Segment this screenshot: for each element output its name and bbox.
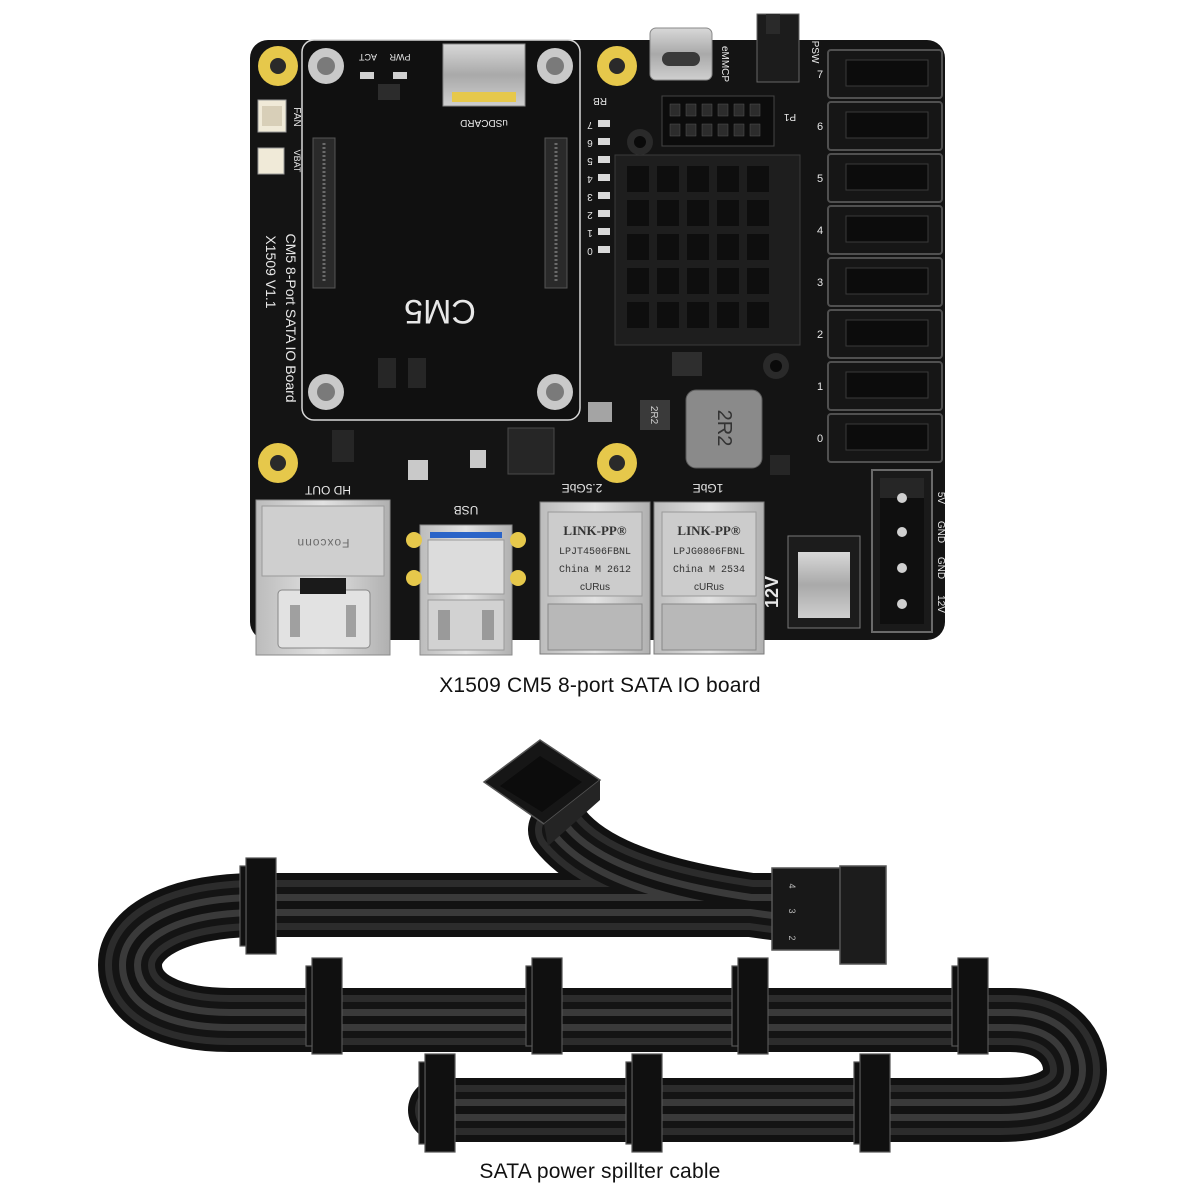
cable-pin-number: 3 xyxy=(787,908,797,913)
inductor xyxy=(685,389,763,469)
sata-port-number: 6 xyxy=(817,121,823,133)
usb-label: USB xyxy=(454,503,479,517)
sata-port-number: 3 xyxy=(817,277,823,289)
jack-origin: China M 2534 xyxy=(673,564,745,576)
molex-pin-label: 12V xyxy=(935,595,946,613)
sata-led-column: 7 6 5 4 3 2 1 0 xyxy=(587,119,610,256)
mounting-holes xyxy=(258,46,637,483)
sata-power-plug xyxy=(239,857,277,955)
sata-power-plug xyxy=(525,957,563,1055)
sata-port-number: 5 xyxy=(817,173,823,185)
cable-caption: SATA power spillter cable xyxy=(479,1160,721,1183)
sata-power-plug xyxy=(853,1053,891,1153)
jack-mark: cURus xyxy=(694,582,724,593)
chip xyxy=(408,460,428,480)
sata-power-plug xyxy=(951,957,989,1055)
sata-port-number: 4 xyxy=(817,225,823,237)
sata-port: 7 xyxy=(817,49,943,99)
sata-port: 3 xyxy=(817,257,943,307)
sata-port-number: 7 xyxy=(817,69,823,81)
jack-origin: China M 2612 xyxy=(559,564,631,576)
molex-pin-label: GND xyxy=(935,557,946,579)
sata-ports: 7 6 5 4 3 2 1 0 xyxy=(817,49,943,463)
ethernet-jack-1gbe: LINK-PP® LPJG0806FBNL China M 2534 cURus xyxy=(653,501,765,655)
chip xyxy=(470,450,486,468)
chip xyxy=(408,358,426,388)
cm5-standoffs xyxy=(308,48,573,410)
chip xyxy=(332,430,354,462)
heatsink xyxy=(614,129,801,379)
ethernet-jack-2-5gbe: LINK-PP® LPJT4506FBNL China M 2612 cURus xyxy=(539,501,651,655)
led-number: 3 xyxy=(587,191,593,202)
sata-port-number: 0 xyxy=(817,433,823,445)
sata-power-splitter-cable: 4 3 2 xyxy=(98,739,1107,1153)
usdcard-label: uSDCARD xyxy=(460,117,508,128)
chip xyxy=(770,455,790,475)
board-caption: X1509 CM5 8-port SATA IO board xyxy=(439,674,761,697)
cm5-slot-outline xyxy=(301,39,581,421)
led-number: 5 xyxy=(587,155,593,166)
molex-pin-label: GND xyxy=(935,521,946,543)
led-number: 4 xyxy=(587,173,593,184)
chip xyxy=(588,402,612,422)
sata-port-number: 2 xyxy=(817,329,823,341)
eth-1-label: 1GbE xyxy=(693,481,724,495)
p1-label: P1 xyxy=(783,111,796,122)
sata-port: 6 xyxy=(817,101,943,151)
cm5-label: CM5 xyxy=(404,292,476,330)
fan-label: FAN xyxy=(291,107,302,126)
sata-power-plug xyxy=(731,957,769,1055)
sata-power-plug xyxy=(625,1053,663,1153)
molex-pin-label: 5V xyxy=(935,492,946,505)
sata-power-plug xyxy=(305,957,343,1055)
psw-label: PSW xyxy=(809,41,820,64)
jack-brand: LINK-PP® xyxy=(677,523,740,538)
chip xyxy=(672,352,702,376)
io-board: CM5 uSDCARD ACT PWR FAN VBAT CM5 8-Port … xyxy=(250,13,946,656)
jack-model: LPJT4506FBNL xyxy=(559,547,631,558)
sata-port: 5 xyxy=(817,153,943,203)
hdmi-brand: Foxconn xyxy=(296,536,349,550)
sata-port-number: 1 xyxy=(817,381,823,393)
molex-end-connector: 4 3 2 xyxy=(771,865,887,965)
vbat-connector xyxy=(257,147,285,175)
jack-model: LPJG0806FBNL xyxy=(673,547,745,558)
eth-25-label: 2.5GbE xyxy=(562,481,603,495)
emmcp-label: eMMCP xyxy=(719,46,730,82)
led-number: 2 xyxy=(587,209,593,220)
cable-pin-number: 4 xyxy=(787,883,797,888)
inductor-small-label: 2R2 xyxy=(648,406,659,425)
sata-port: 0 xyxy=(817,413,943,463)
pwr-label: PWR xyxy=(389,52,410,62)
inductor-small xyxy=(640,400,670,430)
board-side-connector xyxy=(482,739,602,846)
vbat-label: VBAT xyxy=(292,150,302,173)
p1-header xyxy=(661,95,775,147)
board-name: CM5 8-Port SATA IO Board xyxy=(283,233,299,402)
led-number: 1 xyxy=(587,227,593,238)
sata-port: 4 xyxy=(817,205,943,255)
led-number: 6 xyxy=(587,137,593,148)
hd-out-label: HD OUT xyxy=(304,483,351,497)
jack-brand: LINK-PP® xyxy=(563,523,626,538)
rb-label: RB xyxy=(593,95,607,106)
chip xyxy=(378,358,396,388)
sata-port: 2 xyxy=(817,309,943,359)
led-number: 7 xyxy=(587,119,593,130)
sata-port: 1 xyxy=(817,361,943,411)
ethernet-controller-chip xyxy=(507,427,555,475)
board-version: X1509 V1.1 xyxy=(263,235,279,308)
inductor-label: 2R2 xyxy=(713,410,735,447)
act-label: ACT xyxy=(358,52,377,62)
led-number: 0 xyxy=(587,245,593,256)
power-in-label: 12V xyxy=(762,576,782,608)
cable-pin-number: 2 xyxy=(787,935,797,940)
jack-mark: cURus xyxy=(580,582,610,593)
sata-power-plugs xyxy=(239,857,989,1153)
sata-power-plug xyxy=(418,1053,456,1153)
